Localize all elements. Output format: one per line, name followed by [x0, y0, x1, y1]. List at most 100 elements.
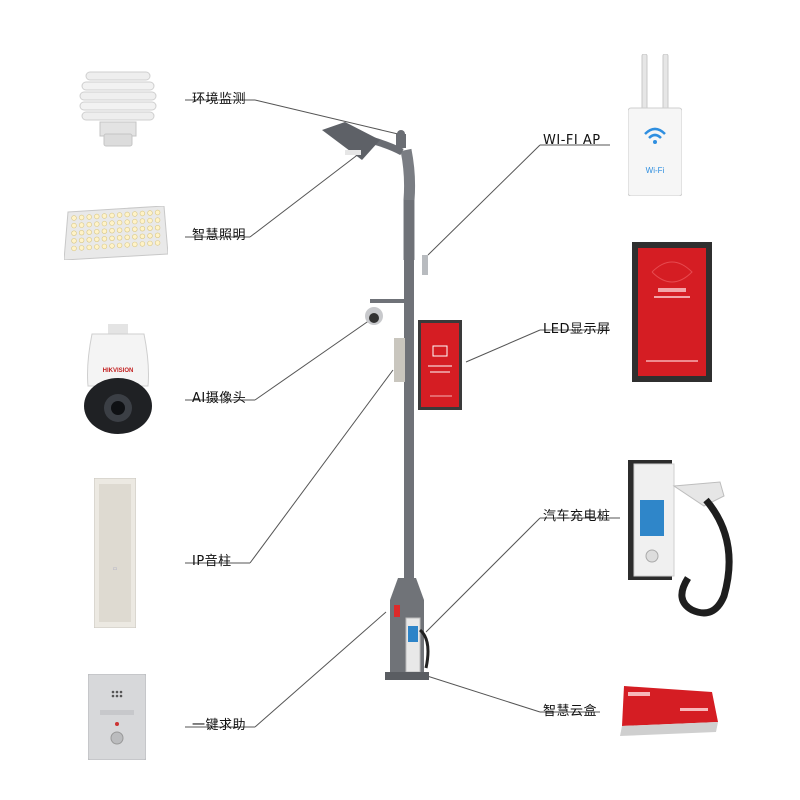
led-dot	[116, 219, 123, 226]
led-dot	[154, 232, 161, 238]
led-dot	[147, 210, 153, 216]
led-dot	[101, 236, 108, 242]
led-dot	[71, 222, 77, 229]
led-dot	[86, 237, 92, 243]
led-dot	[132, 218, 138, 225]
led-dot	[71, 230, 77, 236]
led-dot	[109, 243, 115, 249]
led-dot	[86, 229, 92, 235]
led-dot	[116, 227, 123, 233]
sos-button-icon	[88, 674, 146, 760]
ev-charger-image	[628, 460, 748, 630]
leader-env-pole	[254, 99, 399, 135]
label-cloudbox: 智慧云盒	[543, 704, 598, 719]
leader-wifi-pole	[427, 144, 541, 256]
led-dot	[71, 238, 77, 244]
led-dot	[139, 226, 146, 232]
wifi-router-icon	[628, 54, 682, 196]
ip-speaker-image: ▭	[94, 478, 136, 628]
leader-cloudbox-pole	[423, 674, 541, 713]
ai-camera-image: HIKVISION	[78, 324, 158, 436]
led-dot	[71, 245, 77, 252]
camera-icon: HIKVISION	[84, 324, 152, 434]
sos-panel-image	[88, 674, 146, 760]
label-sos: 一键求助	[192, 718, 247, 733]
led-dot	[139, 233, 146, 239]
cloudbox-icon	[620, 686, 718, 736]
wifi-brand-text: Wi-Fi	[645, 166, 665, 175]
label-camera: AI摄像头	[192, 391, 247, 406]
leader-camera-pole	[254, 319, 371, 401]
label-light: 智慧照明	[192, 228, 247, 243]
led-dot	[86, 244, 92, 251]
led-dot	[109, 212, 115, 219]
led-dot	[78, 230, 85, 236]
led-dot	[132, 241, 138, 248]
led-dot	[101, 243, 108, 250]
led-dot	[116, 242, 123, 249]
led-dot	[124, 227, 130, 233]
smart-pole	[322, 122, 462, 680]
led-dot	[94, 221, 100, 227]
wifi-ap-image: Wi-Fi	[628, 54, 682, 196]
speaker-column-icon: ▭	[94, 478, 136, 628]
led-dot	[124, 211, 130, 218]
led-dot	[78, 237, 85, 243]
label-speaker: IP音柱	[192, 554, 232, 569]
env-monitor-image	[78, 68, 158, 150]
led-dot	[154, 240, 161, 246]
led-dot	[94, 236, 100, 242]
led-dot	[132, 211, 138, 217]
led-dot	[94, 229, 100, 235]
svg-text:▭: ▭	[113, 566, 118, 572]
label-led: LED显示屏	[543, 322, 611, 337]
led-dot	[147, 217, 153, 224]
led-display-image	[632, 242, 712, 382]
louver-icon	[79, 71, 157, 147]
led-module-icon	[64, 206, 168, 260]
led-dot	[147, 233, 153, 239]
led-dot	[94, 244, 100, 250]
label-wifi: WI-FI AP	[543, 133, 601, 148]
charger-icon	[628, 460, 733, 617]
led-dot	[154, 217, 161, 223]
cloud-box-image	[616, 682, 718, 736]
leader-sos-pole	[254, 611, 387, 728]
led-dot	[154, 225, 161, 231]
svg-text:HIKVISION: HIKVISION	[103, 368, 134, 374]
led-dot	[86, 221, 92, 228]
led-dot	[147, 225, 153, 231]
led-dot	[94, 213, 100, 220]
label-env: 环境监测	[192, 92, 247, 107]
led-dot	[116, 235, 123, 241]
leader-charger-pole	[425, 517, 541, 633]
leader-led-pole	[465, 329, 541, 363]
led-dot	[78, 214, 85, 221]
led-dot	[78, 245, 85, 251]
leader-speaker-pole	[249, 369, 394, 564]
led-dot	[132, 226, 138, 232]
led-dot	[78, 222, 85, 228]
led-dot	[147, 240, 153, 247]
leader-light-pole	[249, 152, 361, 238]
led-dot	[86, 214, 92, 220]
led-dot	[109, 235, 115, 241]
led-dot	[139, 241, 146, 247]
led-dot	[109, 228, 115, 234]
led-dot	[101, 228, 108, 234]
led-dot	[109, 220, 115, 226]
led-dot	[132, 234, 138, 240]
led-dot	[124, 234, 130, 240]
led-dot	[101, 213, 108, 219]
led-dot	[154, 209, 161, 216]
led-dot	[139, 218, 146, 224]
label-charger: 汽车充电桩	[543, 509, 611, 524]
led-dot	[101, 220, 108, 227]
led-dot	[139, 210, 146, 217]
led-dot	[71, 215, 77, 221]
led-screen-icon	[632, 242, 712, 382]
led-dot	[124, 242, 130, 248]
led-dot	[124, 219, 130, 225]
